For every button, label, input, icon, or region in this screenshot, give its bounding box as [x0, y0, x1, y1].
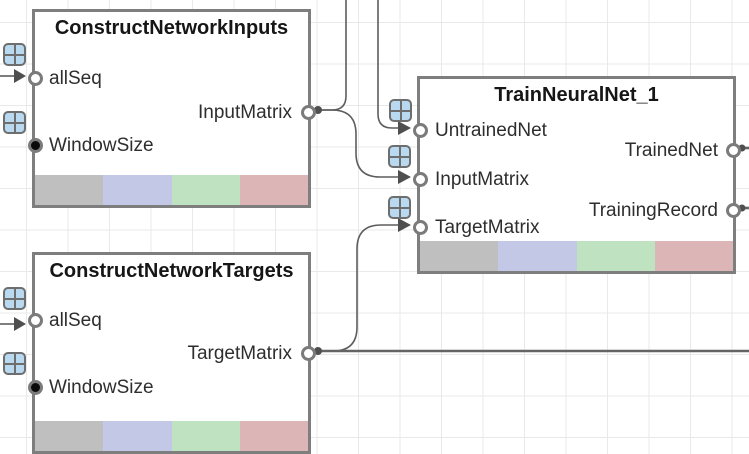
port-label-trainingrecord: TrainingRecord — [588, 200, 718, 221]
status-segment-green — [171, 421, 240, 451]
status-segment-blue — [103, 421, 172, 451]
port-label-allseq: allSeq — [49, 310, 102, 331]
matrix-data-icon[interactable] — [3, 352, 26, 375]
status-segment-gray — [420, 241, 499, 271]
port-label-allseq: allSeq — [49, 68, 102, 89]
node-title: ConstructNetworkInputs — [54, 17, 289, 39]
wire-inputmatrix-to-top[interactable] — [318, 0, 347, 111]
node-construct-network-targets[interactable]: ConstructNetworkTargets allSeq WindowSiz… — [28, 252, 316, 454]
matrix-data-icon[interactable] — [388, 145, 411, 168]
input-port-inputmatrix[interactable] — [413, 172, 428, 187]
input-port-windowsize[interactable] — [28, 138, 43, 153]
port-label-inputmatrix: InputMatrix — [198, 102, 292, 123]
output-port-trainingrecord[interactable] — [726, 203, 741, 218]
matrix-data-icon[interactable] — [388, 196, 411, 219]
output-port-inputmatrix[interactable] — [301, 105, 316, 120]
input-port-windowsize[interactable] — [28, 380, 43, 395]
matrix-data-icon[interactable] — [3, 43, 26, 66]
port-label-windowsize: WindowSize — [49, 377, 154, 398]
status-segment-red — [654, 241, 733, 271]
status-segment-blue — [498, 241, 577, 271]
wire-arrow-icon — [398, 218, 411, 232]
wire-inputmatrix-to-trainnet[interactable] — [318, 109, 400, 178]
output-port-targetmatrix[interactable] — [301, 346, 316, 361]
wire-arrow-icon — [14, 317, 26, 331]
output-port-trainednet[interactable] — [726, 143, 741, 158]
port-label-untrainednet: UntrainedNet — [435, 120, 547, 141]
status-segment-green — [576, 241, 655, 271]
port-label-targetmatrix: TargetMatrix — [187, 343, 292, 364]
status-segment-gray — [35, 175, 104, 205]
port-label-inputmatrix: InputMatrix — [435, 169, 529, 190]
node-title: TrainNeuralNet_1 — [494, 84, 659, 106]
node-title: ConstructNetworkTargets — [49, 260, 294, 282]
node-status-bar — [35, 175, 308, 205]
wire-targetmatrix-to-trainnet[interactable] — [318, 224, 400, 352]
node-status-bar — [420, 241, 733, 271]
port-label-trainednet: TrainedNet — [624, 140, 718, 161]
input-port-allseq[interactable] — [28, 71, 43, 86]
port-label-windowsize: WindowSize — [49, 135, 154, 156]
input-port-untrainednet[interactable] — [413, 123, 428, 138]
wire-junction-dot — [314, 106, 322, 114]
status-segment-blue — [103, 175, 172, 205]
input-port-allseq[interactable] — [28, 313, 43, 328]
wire-arrow-icon — [398, 121, 411, 135]
status-segment-red — [239, 421, 308, 451]
matrix-data-icon[interactable] — [3, 111, 26, 134]
status-segment-gray — [35, 421, 104, 451]
status-segment-green — [171, 175, 240, 205]
wire-arrow-icon — [14, 69, 26, 83]
node-train-neural-net-1[interactable]: TrainNeuralNet_1 UntrainedNet InputMatri… — [413, 76, 741, 274]
status-segment-red — [239, 175, 308, 205]
node-status-bar — [35, 421, 308, 451]
wire-arrow-icon — [398, 170, 411, 184]
wire-top-to-untrainednet[interactable] — [377, 0, 400, 129]
port-label-targetmatrix: TargetMatrix — [435, 217, 540, 238]
node-construct-network-inputs[interactable]: ConstructNetworkInputs allSeq WindowSize… — [28, 9, 316, 208]
matrix-data-icon[interactable] — [3, 287, 26, 310]
wire-junction-dot — [314, 347, 322, 355]
input-port-targetmatrix[interactable] — [413, 220, 428, 235]
matrix-data-icon[interactable] — [389, 99, 412, 122]
